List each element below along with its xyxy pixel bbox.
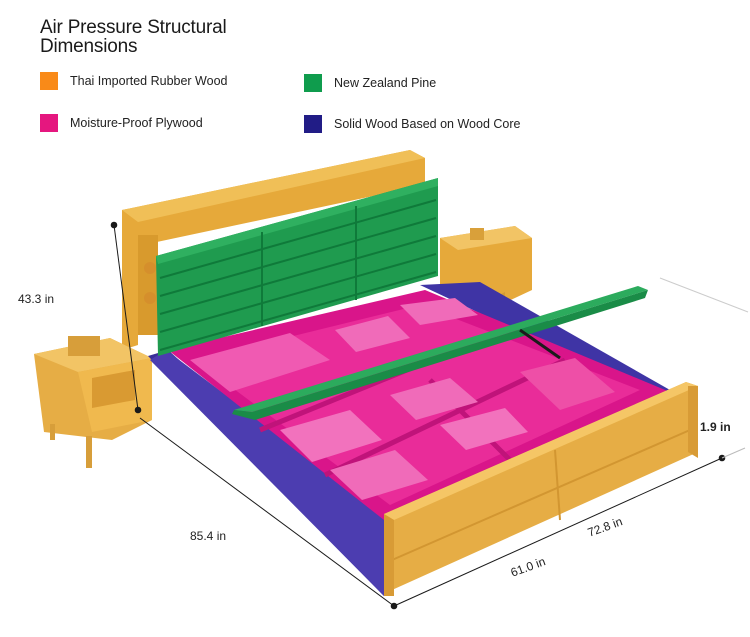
legend-swatch-plywood [40, 114, 58, 132]
legend-label-wood-core: Solid Wood Based on Wood Core [334, 117, 521, 131]
legend-item-pine: New Zealand Pine [304, 74, 436, 92]
legend-item-wood-core: Solid Wood Based on Wood Core [304, 115, 520, 133]
headboard-frame [122, 150, 425, 350]
footboard [384, 382, 698, 596]
legend-label-rubber-wood: Thai Imported Rubber Wood [70, 74, 228, 88]
diagram-title: Air Pressure Structural Dimensions [40, 17, 227, 57]
legend-item-plywood: Moisture-Proof Plywood [40, 114, 203, 132]
dimension-length: 85.4 in [190, 529, 227, 543]
legend-label-pine: New Zealand Pine [334, 76, 437, 90]
legend-swatch-pine [304, 74, 322, 92]
dimension-footboard: 1.9 in [700, 420, 731, 434]
side-rail-left-face [150, 350, 384, 596]
headboard-slats [156, 178, 438, 356]
dimension-height: 43.3 in [18, 292, 55, 306]
legend-item-rubber-wood: Thai Imported Rubber Wood [40, 72, 228, 90]
dimension-lines [110, 221, 749, 610]
legend-label-plywood: Moisture-Proof Plywood [70, 116, 203, 130]
legend-swatch-rubber-wood [40, 72, 58, 90]
lift-board [232, 286, 648, 420]
left-nightstand [34, 336, 152, 468]
legend-swatch-wood-core [304, 115, 322, 133]
